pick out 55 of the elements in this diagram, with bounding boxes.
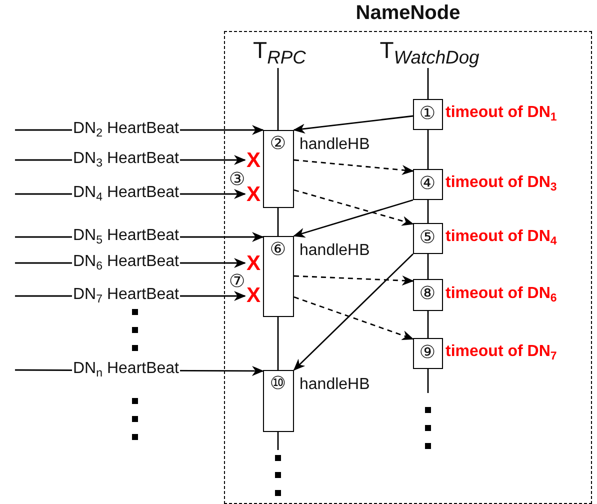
event-box (412, 98, 442, 130)
step-number: ④ (418, 174, 437, 194)
timeout-label: timeout of DN$_{6}$ (446, 284, 557, 304)
step-number: ⑥ (268, 240, 288, 260)
step-number: ② (268, 134, 288, 154)
edge-label: DN$_{3}$ HeartBeat (72, 149, 180, 169)
thread-label: T$_{RPC}$ (252, 36, 308, 68)
callout-number: ⑦ (229, 272, 246, 292)
timeout-label: timeout of DN$_{7}$ (446, 342, 557, 362)
timeout-label: timeout of DN$_{3}$ (446, 173, 557, 193)
failure-mark: X (244, 252, 262, 274)
container-title: NameNode (354, 2, 462, 25)
arrow (293, 254, 414, 371)
timeout-label: timeout of DN$_{4}$ (446, 227, 557, 247)
callout-number: ③ (229, 170, 246, 190)
event-box (412, 338, 442, 368)
activation-box (262, 236, 294, 316)
timeout-label: timeout of DN$_{1}$ (446, 103, 557, 123)
step-number: ⑩ (268, 374, 288, 394)
arrow (294, 159, 414, 175)
activation-box (262, 370, 294, 432)
failure-mark: X (244, 284, 262, 306)
activation-box (262, 130, 294, 208)
lifeline (427, 200, 429, 223)
edge-label: DN$_{7}$ HeartBeat (72, 285, 180, 305)
failure-mark: X (244, 150, 262, 170)
failure-mark: X (244, 184, 262, 204)
arrow (294, 275, 414, 286)
event-box (412, 278, 442, 310)
step-number: ⑧ (418, 284, 437, 304)
thread-label: T$_{WatchDog}$ (374, 36, 486, 68)
edge-label: DN$_{5}$ HeartBeat (72, 226, 180, 246)
lifeline (427, 130, 429, 169)
step-number: ⑨ (418, 342, 437, 362)
lifeline (277, 208, 279, 236)
arrow (293, 199, 414, 238)
step-number: ⑤ (418, 228, 437, 248)
handler-label: handleHB (300, 134, 370, 154)
step-number: ① (418, 104, 437, 124)
event-box (412, 168, 442, 200)
lifeline (427, 311, 429, 338)
arrow (294, 296, 414, 340)
lifeline (277, 317, 279, 370)
edge-label: DN$_{2}$ HeartBeat (72, 119, 180, 139)
lifeline (427, 254, 429, 279)
edge-label: DN$_{4}$ HeartBeat (72, 183, 180, 203)
arrow (294, 189, 414, 226)
lifeline (427, 68, 429, 99)
event-box (412, 222, 442, 254)
edge-label: DN$_{6}$ HeartBeat (72, 252, 180, 272)
handler-label: handleHB (300, 240, 370, 260)
handler-label: handleHB (300, 374, 370, 394)
lifeline (277, 68, 279, 130)
edge-label: DN$_{n}$ HeartBeat (72, 359, 180, 379)
arrow (293, 115, 414, 134)
